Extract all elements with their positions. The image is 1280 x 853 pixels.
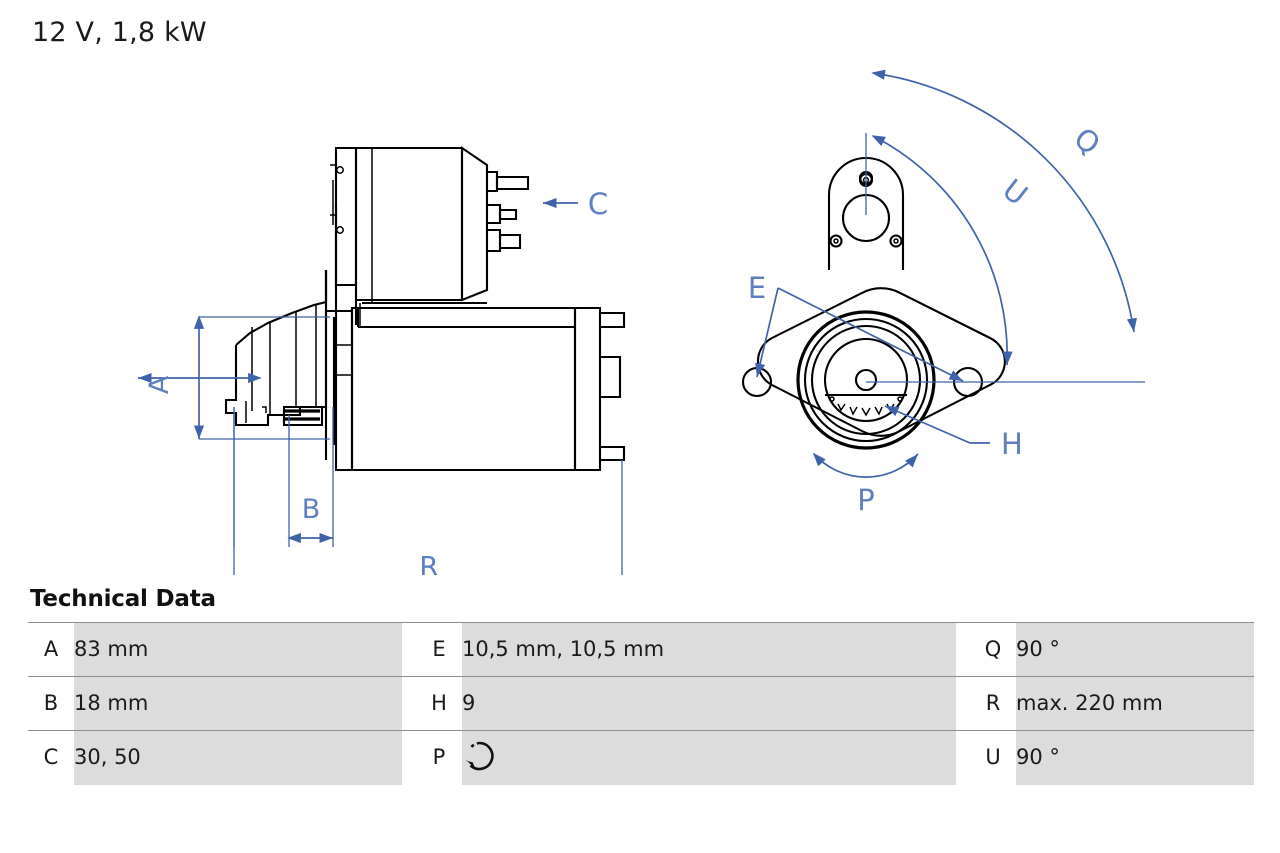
side-view-drawing: A B R C xyxy=(138,146,626,575)
tech-key-u: U xyxy=(970,730,1016,785)
technical-data-section: Technical Data A 83 mm E 10,5 mm, 10,5 m… xyxy=(28,586,1254,785)
tech-key-e: E xyxy=(416,622,462,677)
tech-value-p xyxy=(462,730,956,785)
tech-value-h: 9 xyxy=(462,676,956,731)
column-gap xyxy=(402,622,416,677)
angle-label-q: Q xyxy=(1068,121,1107,162)
tech-value-q: 90 ° xyxy=(1016,622,1254,677)
tech-key-p: P xyxy=(416,730,462,785)
pinion-gear-teeth xyxy=(825,393,907,417)
column-gap xyxy=(956,622,970,677)
technical-data-heading: Technical Data xyxy=(30,586,216,612)
tech-key-q: Q xyxy=(970,622,1016,677)
tech-key-r: R xyxy=(970,676,1016,731)
dimension-b: B xyxy=(233,407,334,547)
column-gap xyxy=(402,730,416,785)
angle-label-u: U xyxy=(996,172,1034,212)
table-row: B 18 mm H 9 R max. 220 mm xyxy=(28,676,1254,731)
tech-value-a: 83 mm xyxy=(74,622,402,677)
flange-plate xyxy=(741,287,1006,437)
tech-value-u: 90 ° xyxy=(1016,730,1254,785)
page-title: 12 V, 1,8 kW xyxy=(32,17,207,48)
tech-value-b: 18 mm xyxy=(74,676,402,731)
callout-label-c: C xyxy=(588,187,608,221)
column-gap xyxy=(956,730,970,785)
column-gap xyxy=(402,676,416,731)
table-row: C 30, 50 P U 90 ° xyxy=(28,730,1254,785)
mounting-flange xyxy=(324,203,354,472)
tech-value-e: 10,5 mm, 10,5 mm xyxy=(462,622,956,677)
rotation-counterclockwise-icon xyxy=(462,739,498,777)
callout-e: E xyxy=(748,271,964,382)
tech-key-c: C xyxy=(28,730,74,785)
table-row: A 83 mm E 10,5 mm, 10,5 mm Q 90 ° xyxy=(28,622,1254,677)
tech-key-b: B xyxy=(28,676,74,731)
drawing-canvas: .ol { fill:none; stroke:#000; stroke-wid… xyxy=(138,69,1145,575)
motor-body xyxy=(350,306,626,472)
tech-key-a: A xyxy=(28,622,74,677)
drive-end-housing xyxy=(224,270,328,427)
dimension-a: A xyxy=(138,315,330,440)
dimension-label-b: B xyxy=(302,494,321,525)
dimension-r: R xyxy=(233,407,623,575)
solenoid-assembly xyxy=(330,146,530,327)
tech-value-c: 30, 50 xyxy=(74,730,402,785)
callout-label-e: E xyxy=(748,271,766,305)
column-gap xyxy=(956,676,970,731)
tech-key-h: H xyxy=(416,676,462,731)
front-view-drawing: E H P U Q xyxy=(741,69,1145,517)
technical-drawing: .ol { fill:none; stroke:#000; stroke-wid… xyxy=(0,55,1280,575)
rotation-label-p: P xyxy=(857,483,875,517)
callout-label-h: H xyxy=(1001,427,1023,461)
rotation-indicator-p: P xyxy=(812,452,919,517)
callout-h: H xyxy=(884,405,1023,461)
callout-c: C xyxy=(543,187,608,221)
tech-value-r: max. 220 mm xyxy=(1016,676,1254,731)
pinion-housing-rings xyxy=(796,310,936,450)
technical-data-table: A 83 mm E 10,5 mm, 10,5 mm Q 90 ° B 18 m… xyxy=(28,622,1254,785)
dimension-label-a: A xyxy=(144,375,175,394)
dimension-label-r: R xyxy=(419,550,438,575)
